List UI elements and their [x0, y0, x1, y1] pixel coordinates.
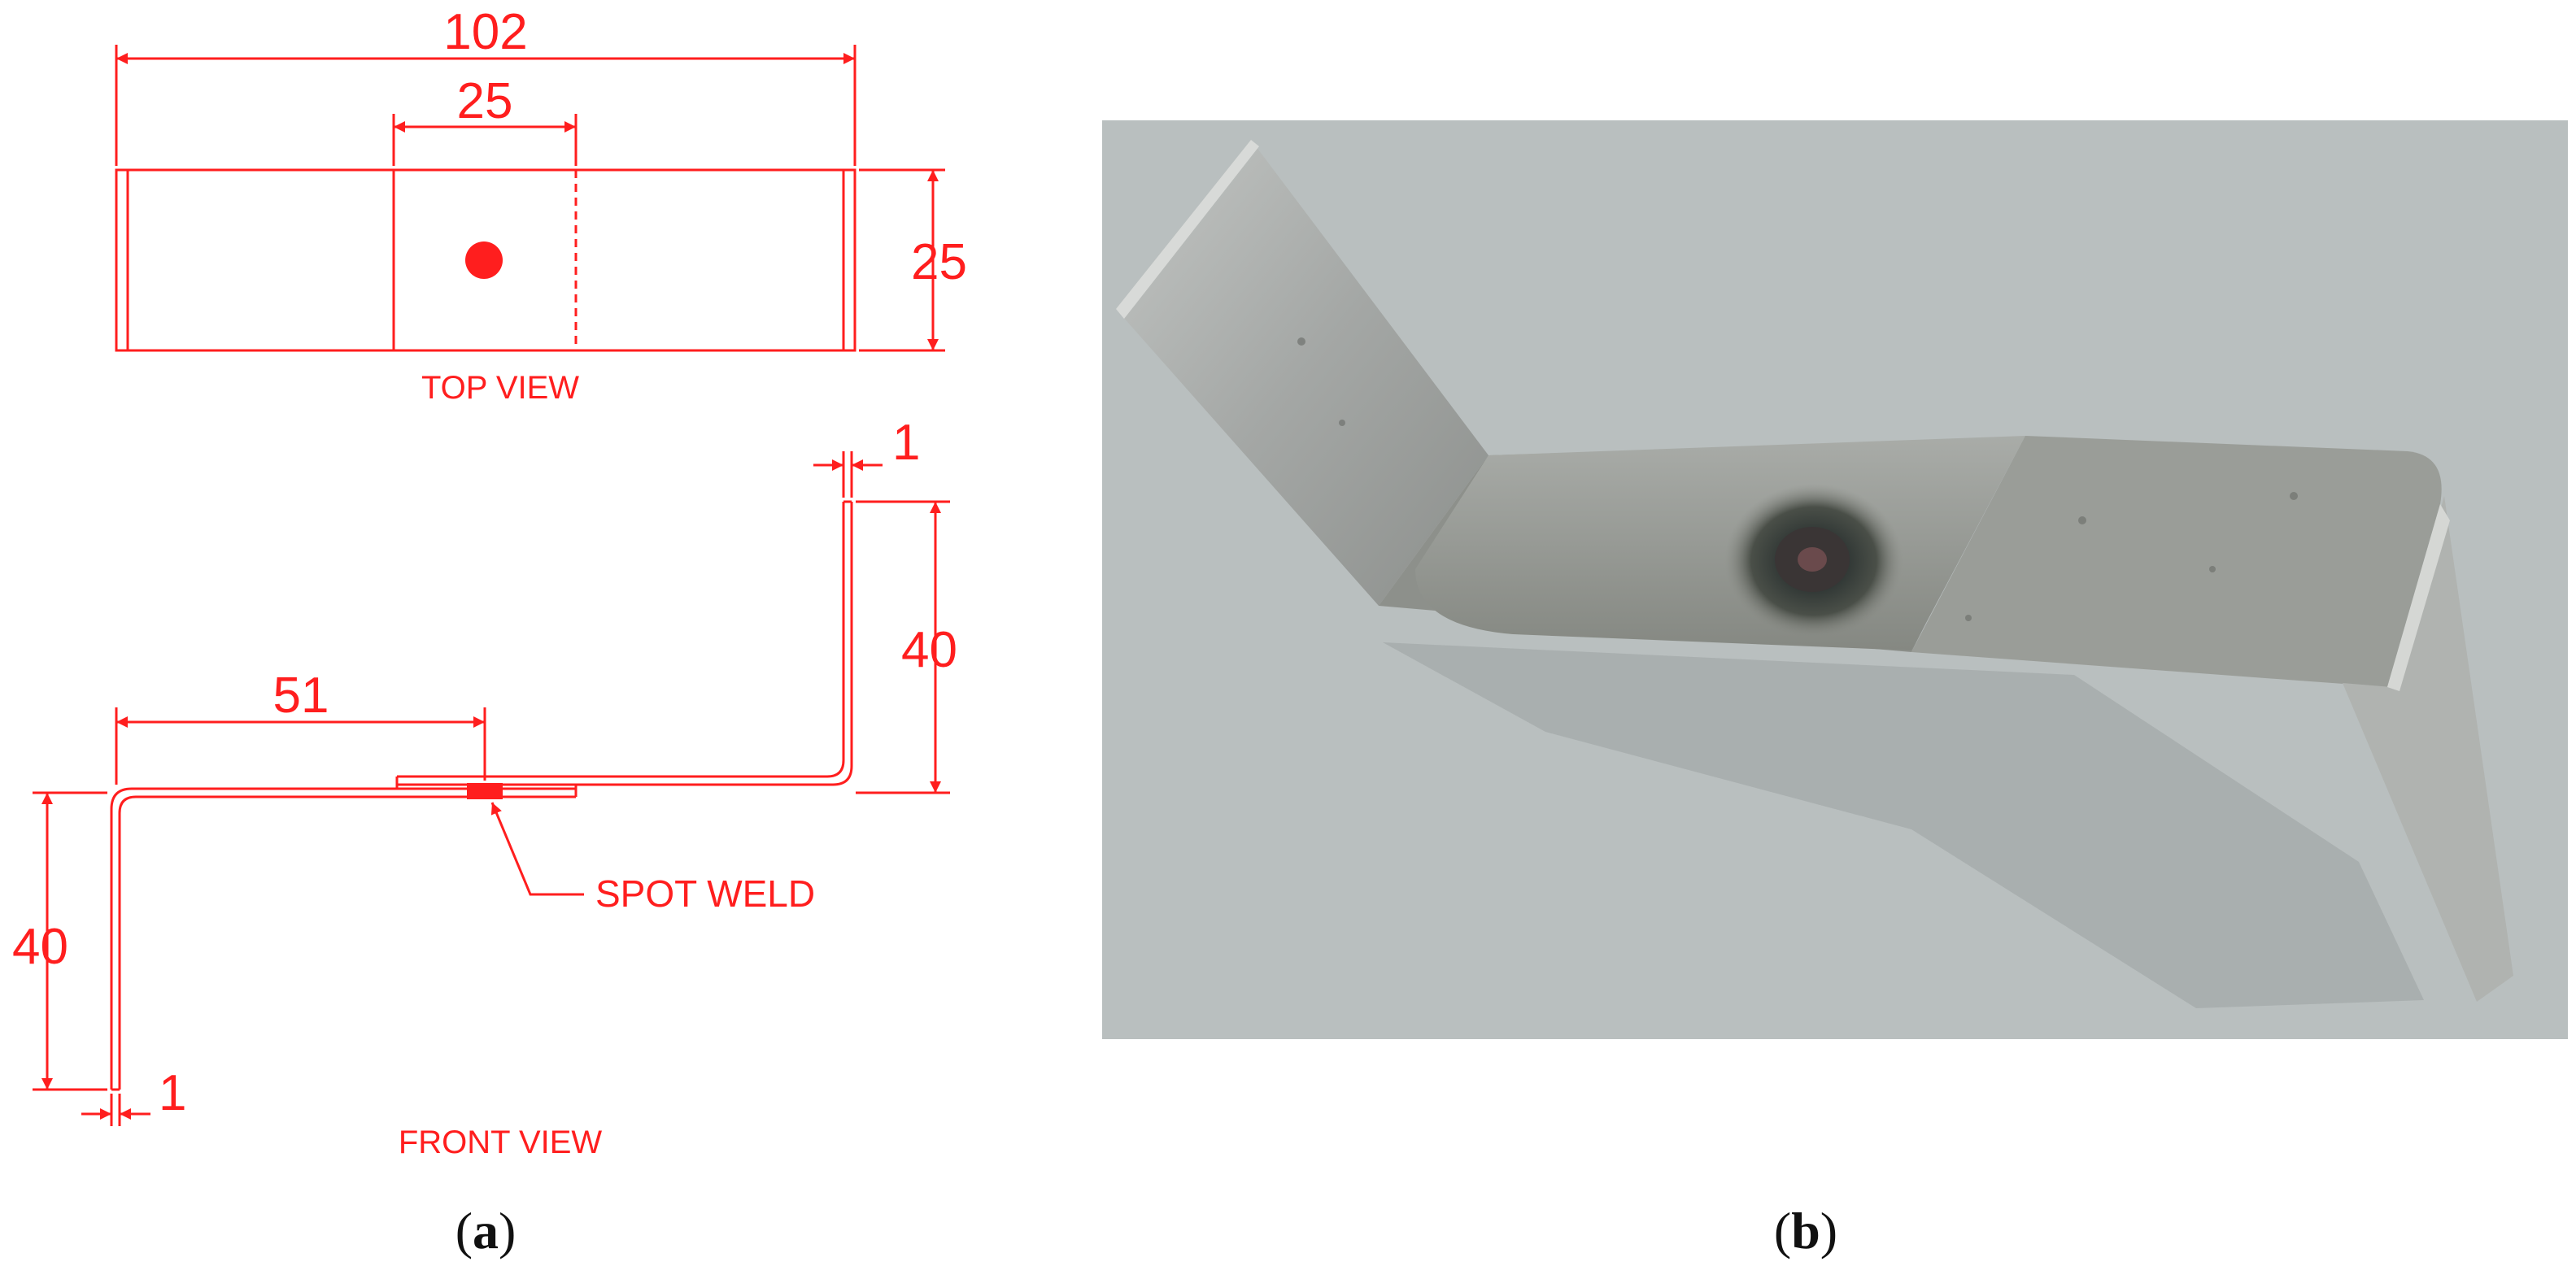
top-view — [115, 45, 945, 352]
left-plate-profile-inner — [110, 787, 576, 1090]
dim-label-51: 51 — [273, 668, 329, 724]
right-plate-bend-highlight — [2387, 504, 2450, 691]
panel-a-close: ) — [499, 1202, 516, 1259]
dim-label-thickness-bottom: 1 — [159, 1065, 186, 1121]
panel-b-letter: b — [1791, 1202, 1820, 1259]
panel-b-open: ( — [1774, 1202, 1791, 1259]
front-view-caption: FRONT VIEW — [399, 1125, 603, 1160]
spot-weld-marker — [465, 241, 503, 279]
top-view-caption: TOP VIEW — [421, 370, 579, 406]
left-raised-plate — [1116, 140, 1489, 606]
spot-weld-block — [467, 783, 503, 799]
panel-label-b: (b) — [1774, 1202, 1837, 1259]
photo-shadow — [1383, 642, 2424, 1008]
dim-label-102: 102 — [443, 4, 527, 60]
dim-label-25-width: 25 — [911, 234, 967, 290]
panel-a-open: ( — [455, 1202, 473, 1259]
top-view-outline — [115, 168, 856, 352]
panel-b-close: ) — [1820, 1202, 1837, 1259]
surface-specks — [1297, 337, 2298, 621]
spot-weld-center — [1798, 547, 1827, 572]
right-plate-horizontal — [1911, 436, 2442, 687]
dim-label-thickness-top: 1 — [892, 415, 920, 471]
right-plate-vertical — [2343, 496, 2513, 1002]
panel-a-letter: a — [473, 1202, 499, 1259]
dim-label-40-left: 40 — [12, 919, 68, 975]
right-plate-profile-inner — [397, 502, 845, 778]
panel-labels: (a) (b) — [455, 1202, 1837, 1259]
right-plate-profile — [397, 502, 853, 786]
spot-weld-leader — [490, 802, 584, 896]
panel-label-a: (a) — [455, 1202, 517, 1259]
drawing-labels: 102 25 25 TOP VIEW 1 40 51 40 1 SPOT WEL… — [12, 4, 967, 1160]
dim-label-40-right: 40 — [901, 622, 957, 678]
specimen-photo — [1102, 120, 2568, 1039]
dim-label-25-overlap: 25 — [457, 73, 513, 129]
left-raised-plate-edge — [1116, 140, 1259, 319]
spot-weld-label: SPOT WELD — [595, 872, 815, 915]
left-plate-profile — [118, 795, 576, 1090]
front-view — [33, 451, 950, 1126]
technical-drawing — [33, 45, 950, 1126]
